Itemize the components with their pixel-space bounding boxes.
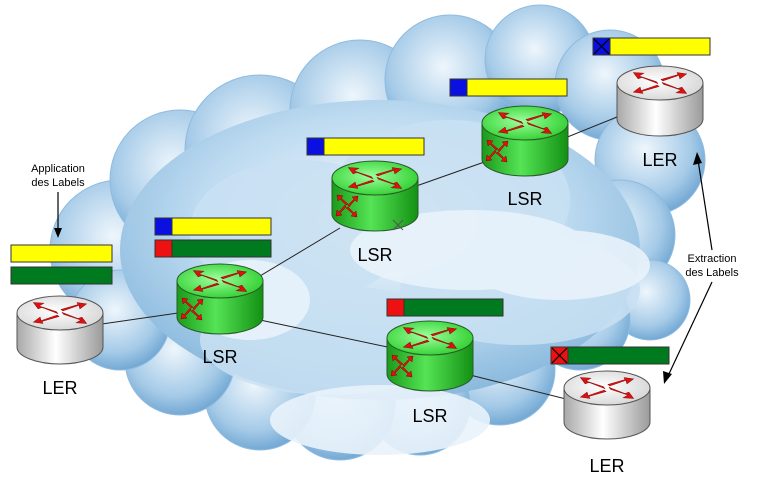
link-ler-left-to-lsr-center [94,311,186,326]
edge-router-icon [563,370,651,440]
node-label-ler-left: LER [42,378,77,398]
annotation-extract-line2: des Labels [685,267,739,279]
annotation-extract-line1: Extraction [688,253,737,265]
label-stack-icon [154,217,272,258]
node-label-ler-bottom-right: LER [589,456,624,476]
core-router-icon [481,105,569,177]
label-blue-tag [306,137,325,156]
annotation-apply-line1: Application [31,163,85,175]
node-label-lsr-center: LSR [202,347,237,367]
application-annotation: Application des Labels [31,163,85,238]
label-bar-yellow [10,244,113,263]
arrow-down-icon [54,192,62,238]
node-label-lsr-upper: LSR [507,189,542,209]
core-router-icon [386,320,474,392]
label-bar-green [10,266,113,285]
core-router-icon [331,160,419,232]
annotation-apply-line2: des Labels [31,177,85,189]
link-lsr-lower-to-ler-bottom-right [469,374,571,401]
label-stack-icon [449,78,568,97]
core-router-icon [176,263,264,335]
node-label-lsr-lower: LSR [412,406,447,426]
arrow-down-icon [663,281,713,384]
label-blue-tag [449,78,468,97]
link-lsr-upper-to-ler-top-right [559,114,623,141]
label-stack-icon [306,137,425,156]
edge-router-icon [616,65,704,137]
label-blue-tag [154,217,173,236]
extraction-annotation: Extraction des Labels [663,152,739,384]
arrow-up-icon [693,152,713,251]
label-stack-icon [10,244,113,285]
link-lsr-center-to-lsr-lower [259,319,393,349]
label-stack-icon [386,298,504,317]
link-lsr-mid-top-to-lsr-upper [404,159,491,191]
label-stack-icon [592,37,711,56]
node-label-ler-top-right: LER [642,150,677,170]
node-label-lsr-mid-top: LSR [357,245,392,265]
edge-router-icon [16,295,104,365]
label-red-tag [154,239,173,258]
label-red-tag [386,298,405,317]
network-links [94,114,623,401]
remove-cross-icon [551,347,568,364]
label-stack-icon [550,346,670,365]
remove-cross-icon [593,38,610,55]
